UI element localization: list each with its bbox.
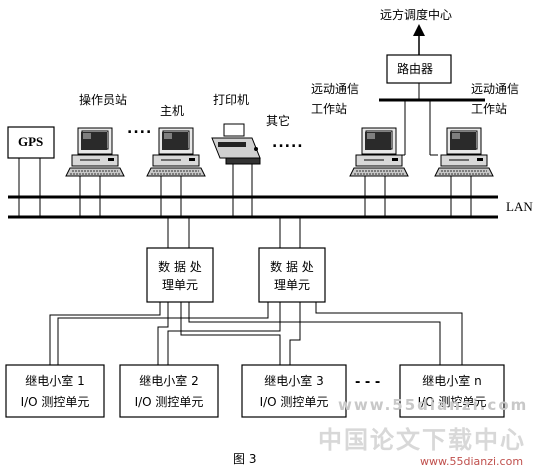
data-processor-box-1 (146, 247, 214, 303)
remote-center-label: 远方调度中心 (380, 8, 453, 22)
relay-room-1-line1: 继电小室 1 (25, 374, 85, 388)
relay-room-3-line2: I/O 测控单元 (259, 395, 329, 409)
ellipsis-left: .... (127, 121, 153, 137)
printer-label: 打印机 (213, 93, 250, 107)
remote-comm-right-label-1: 远动通信 (471, 82, 520, 96)
operator-station-computer (65, 127, 125, 177)
relay-room-box-1 (5, 364, 105, 418)
remote-comm-left-label-1: 远动通信 (311, 82, 360, 96)
site-url: www.55dianzi.com (420, 455, 524, 468)
remote-comm-right-label-2: 工作站 (471, 102, 508, 116)
gps-box (7, 126, 55, 159)
data-processor-1-line1: 数 据 处 (158, 260, 202, 274)
remote-comm-station-left-computer (349, 127, 409, 177)
lan-droppers (18, 158, 472, 217)
others-label: 其它 (266, 114, 291, 128)
operator-station-label: 操作员站 (79, 93, 128, 107)
relay-room-2-line2: I/O 测控单元 (134, 395, 204, 409)
relay-room-1-line2: I/O 测控单元 (20, 395, 90, 409)
data-processor-2-line2: 理单元 (273, 278, 310, 292)
data-processor-box-2 (258, 247, 326, 303)
processor-to-relay-wiring (49, 302, 463, 365)
router-label: 路由器 (397, 62, 434, 76)
relay-room-box-3 (241, 364, 347, 418)
printer-device (211, 123, 261, 165)
relay-room-n-line1: 继电小室 n (422, 374, 482, 388)
relay-room-3-line1: 继电小室 3 (264, 374, 324, 388)
lan-to-processors (167, 217, 301, 248)
watermark-chinese: 中国论文下载中心 (318, 426, 526, 454)
remote-comm-station-right-computer (434, 127, 494, 177)
relay-room-2-line1: 继电小室 2 (139, 374, 199, 388)
gps-label: GPS (18, 134, 44, 149)
host-label: 主机 (160, 104, 185, 118)
relay-room-box-2 (119, 364, 219, 418)
figure-caption: 图 3 (233, 452, 257, 466)
data-processor-1-line2: 理单元 (161, 278, 198, 292)
ellipsis-right: ..... (272, 135, 304, 151)
lan-label: LAN (506, 199, 533, 214)
remote-comm-left-label-2: 工作站 (311, 102, 348, 116)
relay-room-n-line2: I/O 测控单元 (417, 395, 487, 409)
relay-room-ellipsis: - - - (355, 375, 381, 390)
watermark-url: www.55dianzi.com (338, 396, 529, 414)
data-processor-2-line1: 数 据 处 (270, 260, 314, 274)
relay-room-box-n (399, 364, 505, 418)
host-computer (146, 127, 206, 177)
